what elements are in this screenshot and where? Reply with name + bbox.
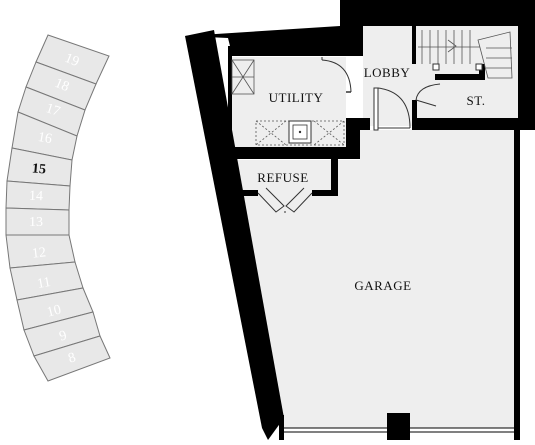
room-label-lobby: LOBBY bbox=[364, 65, 411, 80]
floor-label-10: 10 bbox=[46, 303, 63, 321]
refuse-wall-bottom-left bbox=[228, 190, 258, 196]
stair-landing-wall bbox=[435, 74, 485, 80]
refuse-wall-bottom-right bbox=[312, 190, 338, 196]
lobby-wall-bottom-right bbox=[412, 118, 518, 130]
outer-wall-right bbox=[518, 0, 535, 130]
room-label-stair: ST. bbox=[467, 93, 486, 108]
room-label-refuse: REFUSE bbox=[257, 170, 308, 185]
outer-wall-right-lower bbox=[514, 130, 520, 430]
floor-label-9: 9 bbox=[58, 328, 69, 344]
garage-post-left bbox=[279, 415, 284, 440]
lobby-wall-bottom-left bbox=[346, 118, 370, 130]
refuse-wall-left bbox=[228, 159, 232, 196]
floor-selector: 19 18 17 16 15 14 13 12 11 10 9 8 bbox=[5, 34, 111, 382]
floor-label-16: 16 bbox=[37, 130, 53, 147]
garage-post-right bbox=[514, 415, 520, 440]
outer-wall-top-left bbox=[185, 26, 352, 46]
stair-landing-wall-end bbox=[479, 64, 485, 80]
floor-label-18: 18 bbox=[53, 76, 72, 95]
floor-label-13: 13 bbox=[29, 215, 43, 230]
sink-drain bbox=[298, 130, 302, 134]
floor-label-11: 11 bbox=[36, 275, 52, 292]
outer-wall-left bbox=[185, 30, 284, 440]
floor-plan: UTILITY LOBBY ST. REFUSE GARAGE bbox=[185, 0, 535, 440]
stair-newel-2 bbox=[475, 63, 483, 71]
floor-label-8: 8 bbox=[67, 350, 78, 366]
floor-label-15: 15 bbox=[31, 161, 46, 177]
floor-label-14: 14 bbox=[29, 189, 44, 204]
stair-wall-left-lower bbox=[412, 100, 417, 130]
room-label-utility: UTILITY bbox=[269, 90, 324, 105]
stair-wall-left-upper bbox=[412, 26, 416, 64]
sink-basin bbox=[292, 124, 308, 140]
utility-wall-bottom bbox=[228, 147, 360, 159]
refuse-wall-right bbox=[331, 159, 338, 196]
garage-area[interactable] bbox=[220, 130, 518, 428]
staircase-icon bbox=[418, 30, 513, 79]
stair-area[interactable] bbox=[415, 26, 518, 118]
utility-wall-left bbox=[228, 56, 232, 151]
utility-wall-right-upper bbox=[352, 26, 363, 56]
stair-newel bbox=[432, 63, 440, 71]
floor-block-8[interactable] bbox=[33, 335, 111, 382]
door-utility-lobby[interactable] bbox=[321, 57, 352, 93]
door-lobby-garage[interactable] bbox=[373, 87, 411, 131]
floor-label-12: 12 bbox=[31, 245, 46, 261]
garage-center-pillar bbox=[387, 413, 410, 440]
floor-label-17: 17 bbox=[44, 101, 62, 120]
floor-label-19: 19 bbox=[63, 51, 82, 70]
door-lobby-stair[interactable] bbox=[415, 83, 441, 107]
outer-wall-top-right bbox=[340, 0, 535, 26]
door-refuse[interactable] bbox=[257, 187, 313, 213]
utility-wall-top bbox=[228, 46, 363, 56]
room-label-garage: GARAGE bbox=[354, 278, 411, 293]
